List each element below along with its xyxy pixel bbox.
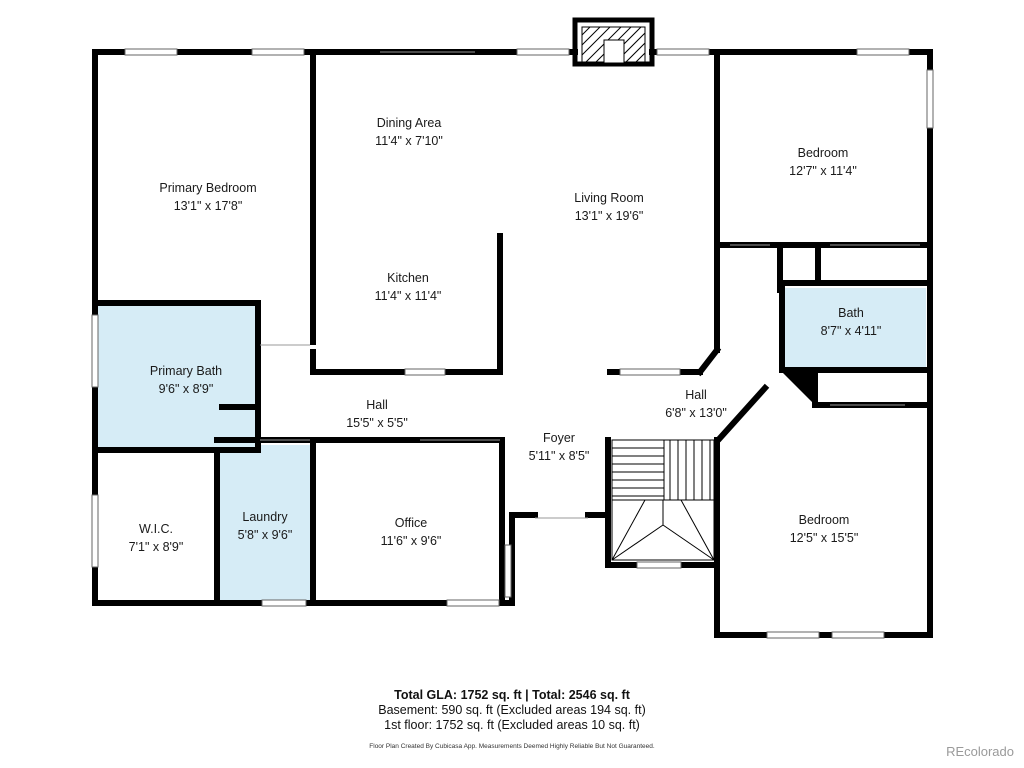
bath-name: Bath [838,306,864,320]
primary-bath-dims: 9'6" x 8'9" [159,382,214,396]
laundry-name: Laundry [242,510,288,524]
staircase [611,439,715,561]
dining-area-dims: 11'4" x 7'10" [375,134,443,148]
bath-fill [785,288,926,368]
primary-bedroom-dims: 13'1" x 17'8" [174,199,243,213]
foyer-dims: 5'11" x 8'5" [529,449,590,463]
bedroom-lower-name: Bedroom [799,513,850,527]
hall-left-dims: 15'5" x 5'5" [346,416,408,430]
windows [91,48,934,639]
bedroom-upper-dims: 12'7" x 11'4" [789,164,857,178]
hall-left-name: Hall [366,398,388,412]
primary-bath-fill [97,306,255,451]
kitchen-name: Kitchen [387,271,429,285]
wic-name: W.I.C. [139,522,173,536]
foyer-name: Foyer [543,431,575,445]
hall-right-dims: 6'8" x 13'0" [665,406,727,420]
room-labels: Primary Bedroom 13'1" x 17'8" Dining Are… [129,116,882,554]
disclaimer: Floor Plan Created By Cubicasa App. Meas… [369,743,655,750]
kitchen-dims: 11'4" x 11'4" [375,289,442,303]
dining-area-name: Dining Area [377,116,442,130]
bedroom-lower-dims: 12'5" x 15'5" [790,531,859,545]
office-name: Office [395,516,427,530]
primary-bath-name: Primary Bath [150,364,222,378]
laundry-fill [220,445,312,600]
living-room-dims: 13'1" x 19'6" [575,209,644,223]
hall-right-name: Hall [685,388,707,402]
wic-dims: 7'1" x 8'9" [129,540,184,554]
basement-area: Basement: 590 sq. ft (Excluded areas 194… [378,703,646,717]
laundry-dims: 5'8" x 9'6" [238,528,293,542]
brand-watermark: REcolorado [946,744,1014,759]
door-openings [260,51,920,519]
area-summary: Total GLA: 1752 sq. ft | Total: 2546 sq.… [0,688,1024,733]
chimney-hatch [581,26,646,64]
bedroom-upper-name: Bedroom [798,146,849,160]
first-floor-area: 1st floor: 1752 sq. ft (Excluded areas 1… [384,718,640,732]
floor-plan: Primary Bedroom 13'1" x 17'8" Dining Are… [91,17,934,639]
office-dims: 11'6" x 9'6" [381,534,442,548]
wall-corner [782,372,815,405]
wet-areas [97,288,926,600]
primary-bedroom-name: Primary Bedroom [159,181,256,195]
bath-dims: 8'7" x 4'11" [821,324,882,338]
living-room-name: Living Room [574,191,643,205]
total-area: Total GLA: 1752 sq. ft | Total: 2546 sq.… [394,688,630,702]
